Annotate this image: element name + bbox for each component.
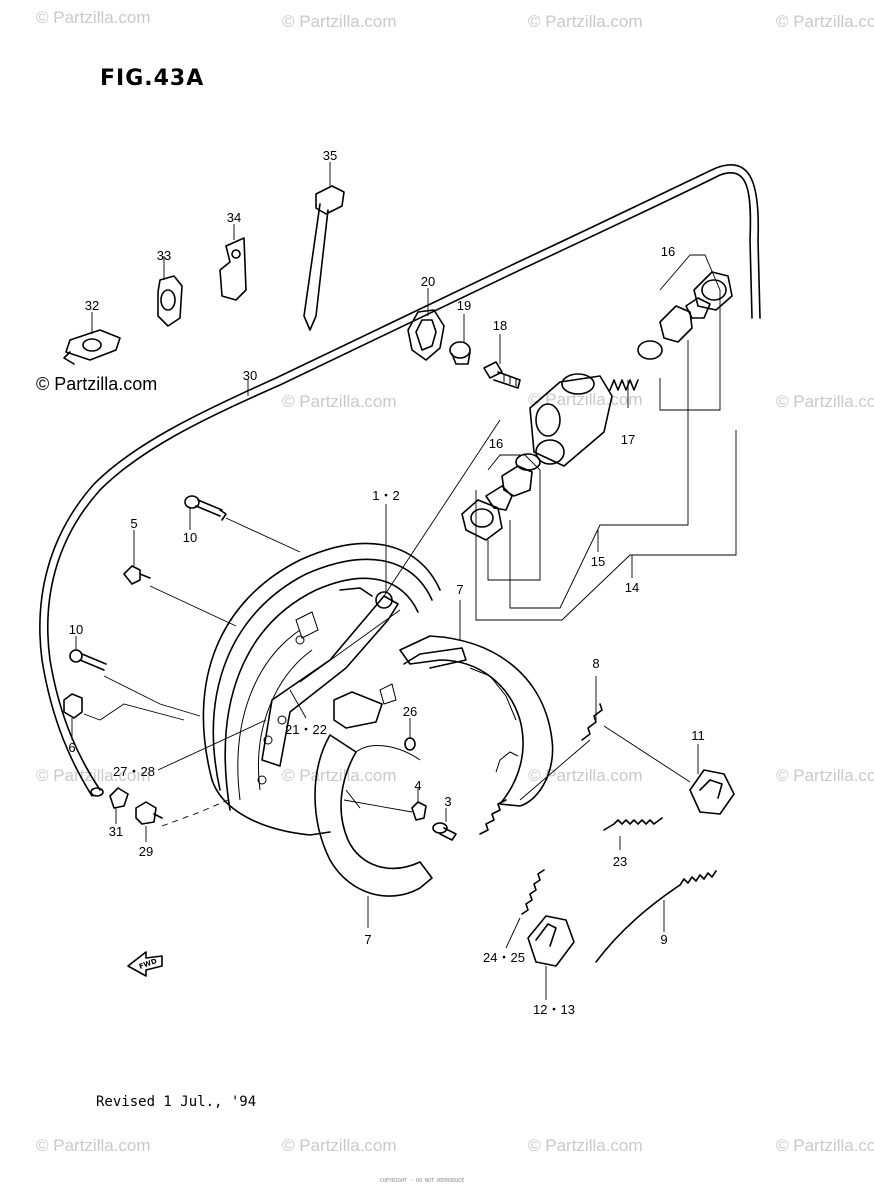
watermark: © Partzilla.com (36, 1136, 151, 1155)
callout-14: 14 (625, 580, 639, 595)
spring-lower (479, 799, 507, 835)
callout-10-lower: 10 (69, 622, 83, 637)
callout-16-upper: 16 (661, 244, 675, 259)
leader (603, 725, 691, 783)
callout-24-25: 24・25 (483, 950, 525, 965)
cable-tie-35 (303, 185, 345, 331)
watermark: © Partzilla.com (528, 1136, 643, 1155)
screw-3 (432, 822, 457, 841)
callout-20: 20 (421, 274, 435, 289)
callout-16-lower: 16 (489, 436, 503, 451)
bleeder-screw-18 (483, 361, 521, 389)
callout-34: 34 (227, 210, 241, 225)
clip-12-13 (527, 915, 575, 967)
bleeder-cap-20 (407, 309, 445, 361)
brake-pipe (47, 172, 753, 791)
bolt-10-lower (69, 649, 107, 671)
figure-title: FIG.43A (100, 66, 205, 91)
callout-26: 26 (403, 704, 417, 719)
callout-9: 9 (660, 932, 667, 947)
callout-11: 11 (691, 728, 705, 743)
side-watermark: © Partzilla.com (36, 374, 158, 394)
callout-12-13: 12・13 (533, 1002, 575, 1017)
callout-18: 18 (493, 318, 507, 333)
callout-17: 17 (621, 432, 635, 447)
return-spring-8 (581, 703, 603, 741)
bolt-10-upper (184, 495, 227, 521)
callout-30: 30 (243, 368, 257, 383)
bleeder-cap-19 (449, 341, 471, 365)
callout-21-22: 21・22 (285, 722, 327, 737)
watermark: © Partzilla.com (282, 1136, 397, 1155)
pipe-clamp-32 (63, 329, 121, 365)
fwd-arrow-icon: FWD (127, 951, 163, 977)
watermark: © Partzilla.com (776, 12, 874, 31)
cylinder-kit-16-upper (637, 271, 733, 360)
watermark: © Partzilla.com (282, 12, 397, 31)
callout-5: 5 (130, 516, 137, 531)
kit-bracket-14 (475, 430, 737, 621)
cylinder-kit-16-lower (461, 453, 541, 541)
watermark: © Partzilla.com (36, 766, 151, 785)
clip-26 (404, 737, 416, 751)
watermark: © Partzilla.com (776, 1136, 874, 1155)
pipe-clamp-33 (157, 275, 183, 327)
kit-bracket-16-upper (659, 254, 721, 411)
bolt-5 (123, 565, 151, 585)
callout-15: 15 (591, 554, 605, 569)
watermark: © Partzilla.com (528, 12, 643, 31)
callout-35: 35 (323, 148, 337, 163)
watermark: © Partzilla.com (528, 766, 643, 785)
callout-3: 3 (444, 794, 451, 809)
callout-7-lower: 7 (364, 932, 371, 947)
watermark: © Partzilla.com (528, 390, 643, 409)
nut-6 (63, 693, 83, 719)
parking-lever (261, 587, 399, 767)
brake-pipe-inner (39, 163, 761, 797)
callout-10-upper: 10 (183, 530, 197, 545)
callout-29: 29 (139, 844, 153, 859)
leader-lines (71, 162, 699, 1000)
callout-19: 19 (457, 298, 471, 313)
watermark: © Partzilla.com (36, 8, 151, 27)
watermark: © Partzilla.com (282, 392, 397, 411)
watermark: © Partzilla.com (776, 766, 874, 785)
clamp-31 (109, 787, 129, 809)
bottom-copyright: COPYRIGHT · DO NOT REPRODUCE (380, 1178, 465, 1184)
spring-24-25 (521, 869, 545, 915)
revision-note: Revised 1 Jul., '94 (96, 1094, 257, 1110)
watermark: © Partzilla.com (282, 766, 397, 785)
spring-23 (603, 817, 663, 831)
brake-shoe-right (399, 635, 554, 807)
callout-1-2: 1・2 (372, 488, 399, 503)
backing-plate (202, 542, 441, 836)
callout-33: 33 (157, 248, 171, 263)
brake-pipe-end (90, 787, 104, 797)
spring-9 (595, 870, 717, 963)
kit-bracket-16-lower (487, 454, 541, 581)
watermark: © Partzilla.com (776, 392, 874, 411)
callout-8: 8 (592, 656, 599, 671)
bolt-29 (135, 801, 163, 825)
callout-4: 4 (414, 778, 421, 793)
callout-7-upper: 7 (456, 582, 463, 597)
callout-31: 31 (109, 824, 123, 839)
brake-shoe-lower (314, 691, 433, 897)
wheel-cylinder (529, 373, 613, 467)
cylinder-spring-17 (609, 379, 639, 391)
callout-23: 23 (613, 854, 627, 869)
washer-4 (411, 801, 427, 821)
callout-6: 6 (68, 740, 75, 755)
pipe-clamp-34 (219, 237, 247, 301)
kit-bracket-15 (509, 340, 689, 609)
shoe-retainer-11 (689, 769, 735, 815)
callout-27-28: 27・28 (113, 764, 155, 779)
callout-32: 32 (85, 298, 99, 313)
